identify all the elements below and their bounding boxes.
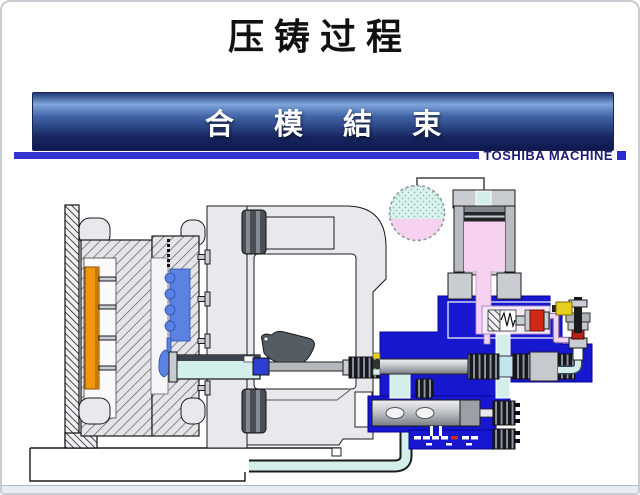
accumulator-gas: [389, 185, 445, 219]
bellows-2: [512, 353, 531, 380]
page-title: 压铸过程: [227, 16, 412, 58]
process-step-banner: 合 模 結 束: [32, 92, 614, 151]
main-rod: [378, 358, 469, 375]
valve-strip: [414, 426, 520, 450]
die-clamps: [197, 249, 211, 396]
parting-line: [167, 239, 170, 267]
lower-cylinder: [371, 399, 520, 427]
strip-red-port: [451, 436, 458, 440]
coolant-channels: [389, 333, 511, 399]
piston-rod-assembly: [342, 351, 576, 382]
accumulator-line: [416, 177, 485, 190]
valve-yellow-body: [555, 301, 573, 316]
brand-name: TOSHIBA MACHINE: [483, 147, 613, 163]
brand-square-icon: [617, 150, 626, 160]
shot-cylinder: [452, 189, 516, 273]
cylinder-piston: [463, 205, 506, 222]
ejector-pins: [98, 276, 117, 371]
shot-sleeve: [168, 351, 350, 383]
bellows-1: [467, 353, 500, 380]
hydraulic-oil: [464, 221, 505, 271]
control-valve: [481, 305, 551, 335]
casting-cavity: [158, 268, 191, 378]
tie-bar-caps-bottom: [78, 397, 206, 425]
brand-row: TOSHIBA MACHINE: [14, 147, 626, 163]
slide-footer-strip: [2, 485, 638, 493]
plunger-rod: [268, 361, 350, 372]
rod-knob: [415, 378, 434, 399]
fitting-bits: [372, 352, 381, 376]
rear-support-column: [64, 204, 98, 449]
valve-piston-red: [529, 309, 545, 332]
coolant-pipe: [249, 430, 413, 473]
shutoff-valve: [552, 297, 591, 375]
fixed-platen: [197, 205, 248, 449]
ejector-plate: [84, 266, 117, 390]
plunger-tip: [252, 357, 270, 376]
brand-underline: [14, 151, 480, 159]
process-step-label: 合 模 結 束: [204, 108, 458, 141]
hydraulic-lines: [483, 312, 574, 345]
tie-bar-top: [241, 209, 335, 255]
rod-connector-upper: [492, 400, 516, 426]
valve-spring: [500, 311, 516, 329]
die-casting-machine-diagram: [29, 177, 593, 482]
accumulator-oil: [389, 219, 445, 241]
cylinder-port: [475, 190, 492, 206]
rod-connector-lower: [492, 428, 516, 450]
